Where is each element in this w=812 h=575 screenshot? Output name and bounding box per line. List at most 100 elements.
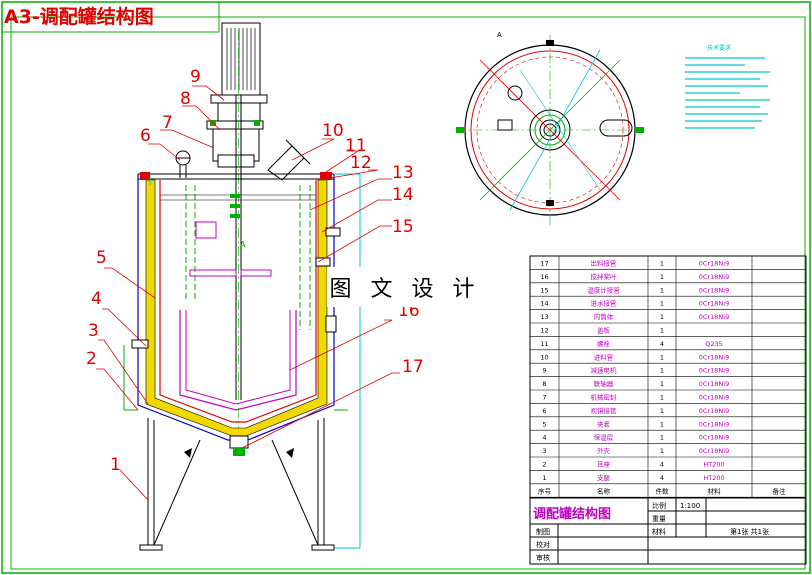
bom-row-qty: 4 [660,474,664,482]
bom-row-material: 0Cr18Ni9 [699,367,729,375]
bom-header-name: 名称 [597,486,611,495]
bom-row-number: 15 [540,286,548,294]
svg-text:审核: 审核 [536,553,550,562]
bom-row-material: HT200 [703,474,724,482]
svg-text:第1张 共1张: 第1张 共1张 [730,527,769,536]
bom-row-name: 搅拌桨叶 [591,272,618,281]
bom-row-material: 0Cr18Ni9 [699,260,729,268]
bom-row-name: 联轴器 [594,379,614,388]
bom-row-material: 0Cr18Ni9 [699,420,729,428]
part-number-label: 1 [110,455,121,475]
bom-row-material: 0Cr18Ni9 [699,380,729,388]
svg-text:A: A [240,240,246,249]
bom-row-name: 盖板 [597,326,611,335]
bom-row-name: 出料接管 [591,259,618,268]
bom-row-number: 11 [540,340,548,348]
svg-text:1:100: 1:100 [680,502,700,510]
watermark-text: 图 文 设 计 [327,267,483,307]
part-number-label: 7 [162,113,173,133]
bom-header-note: 备注 [773,486,787,495]
bom-row-number: 4 [542,434,546,442]
part-number-label: 2 [86,349,97,369]
part-number-label: 14 [392,185,414,205]
bom-row-name: 进水接管 [591,299,618,308]
bom-header-no: 序号 [538,486,552,495]
bom-row-qty: 1 [660,273,664,281]
bom-row-material: 0Cr18Ni9 [699,286,729,294]
bom-row-qty: 1 [660,367,664,375]
bom-row-number: 17 [540,260,548,268]
bom-row-number: 10 [540,353,548,361]
part-number-label: 12 [350,153,372,173]
bom-row-qty: 1 [660,327,664,335]
bom-row-name: 耳座 [597,460,611,469]
bom-row-material: 0Cr18Ni9 [699,300,729,308]
bom-row-number: 2 [542,461,546,469]
svg-text:比例: 比例 [652,501,666,510]
bom-row-name: 保温层 [594,433,614,442]
bom-row-qty: 1 [660,300,664,308]
bom-row-qty: 1 [660,447,664,455]
part-number-label: 5 [96,248,107,268]
title-block: 调配罐结构图 比例 1:100 重量 材料 第1张 共1张 制图 校对 审核 [529,497,807,565]
bom-row-material: 0Cr18Ni9 [699,434,729,442]
part-number-label: 4 [91,289,102,309]
bom-row-qty: 1 [660,407,664,415]
bom-header-material: 材料 [708,486,722,495]
bom-row-material: 0Cr18Ni9 [699,394,729,402]
technical-notes: 技术要求 [685,44,770,129]
inner-frame [10,16,806,570]
bom-row-qty: 1 [660,434,664,442]
bom-row-name: 视镜接管 [591,406,618,415]
bom-row-name: 进料管 [594,352,614,361]
bom-row-material: 0Cr18Ni9 [699,447,729,455]
bom-row-number: 3 [542,447,546,455]
bom-row-name: 夹套 [597,419,611,428]
part-number-label: 6 [140,126,151,146]
bom-row-number: 12 [540,327,548,335]
drawing-title-banner: A3-调配罐结构图 [4,6,154,28]
bom-row-name: 温度计接管 [587,285,620,294]
bom-row-number: 6 [542,407,546,415]
part-number-label: 3 [88,321,99,341]
svg-text:制图: 制图 [536,527,550,536]
top-view: A [455,31,645,225]
svg-text:技术要求: 技术要求 [707,44,731,52]
bom-row-material: 0Cr18Ni9 [699,313,729,321]
bom-row-qty: 1 [660,313,664,321]
banner-box [1,1,220,33]
bom-header-qty: 件数 [656,486,670,495]
svg-text:材料: 材料 [652,527,666,536]
svg-text:校对: 校对 [536,540,550,549]
bom-row-material: 0Cr18Ni9 [699,273,729,281]
part-number-label: 15 [392,217,414,237]
part-number-label: 17 [402,357,424,377]
bom-row-qty: 1 [660,380,664,388]
bom-row-qty: 1 [660,286,664,294]
bom-row-material: 0Cr18Ni9 [699,353,729,361]
part-number-label: 13 [392,163,414,183]
bom-row-qty: 4 [660,340,664,348]
bom-row-material: 0Cr18Ni9 [699,407,729,415]
bom-row-number: 5 [542,420,546,428]
bom-row-qty: 1 [660,260,664,268]
bom-row-number: 8 [542,380,546,388]
bom-row-number: 13 [540,313,548,321]
part-number-label: 8 [180,89,191,109]
drawing-name: 调配罐结构图 [533,506,611,522]
bom-row-number: 1 [542,474,546,482]
bom-row-name: 机械密封 [591,393,618,402]
bom-row-material: Q235 [705,340,723,348]
bom-row-qty: 1 [660,394,664,402]
bom-row-name: 螺栓 [597,339,611,348]
bom-row-name: 内筒体 [594,312,614,321]
part-number-label: 10 [322,121,344,141]
bom-row-number: 7 [542,394,546,402]
bom-row-name: 外壳 [597,446,611,455]
part-number-label: 11 [345,136,367,156]
svg-text:重量: 重量 [652,515,666,523]
top-view-label: A [497,31,502,39]
bom-row-number: 9 [542,367,546,375]
